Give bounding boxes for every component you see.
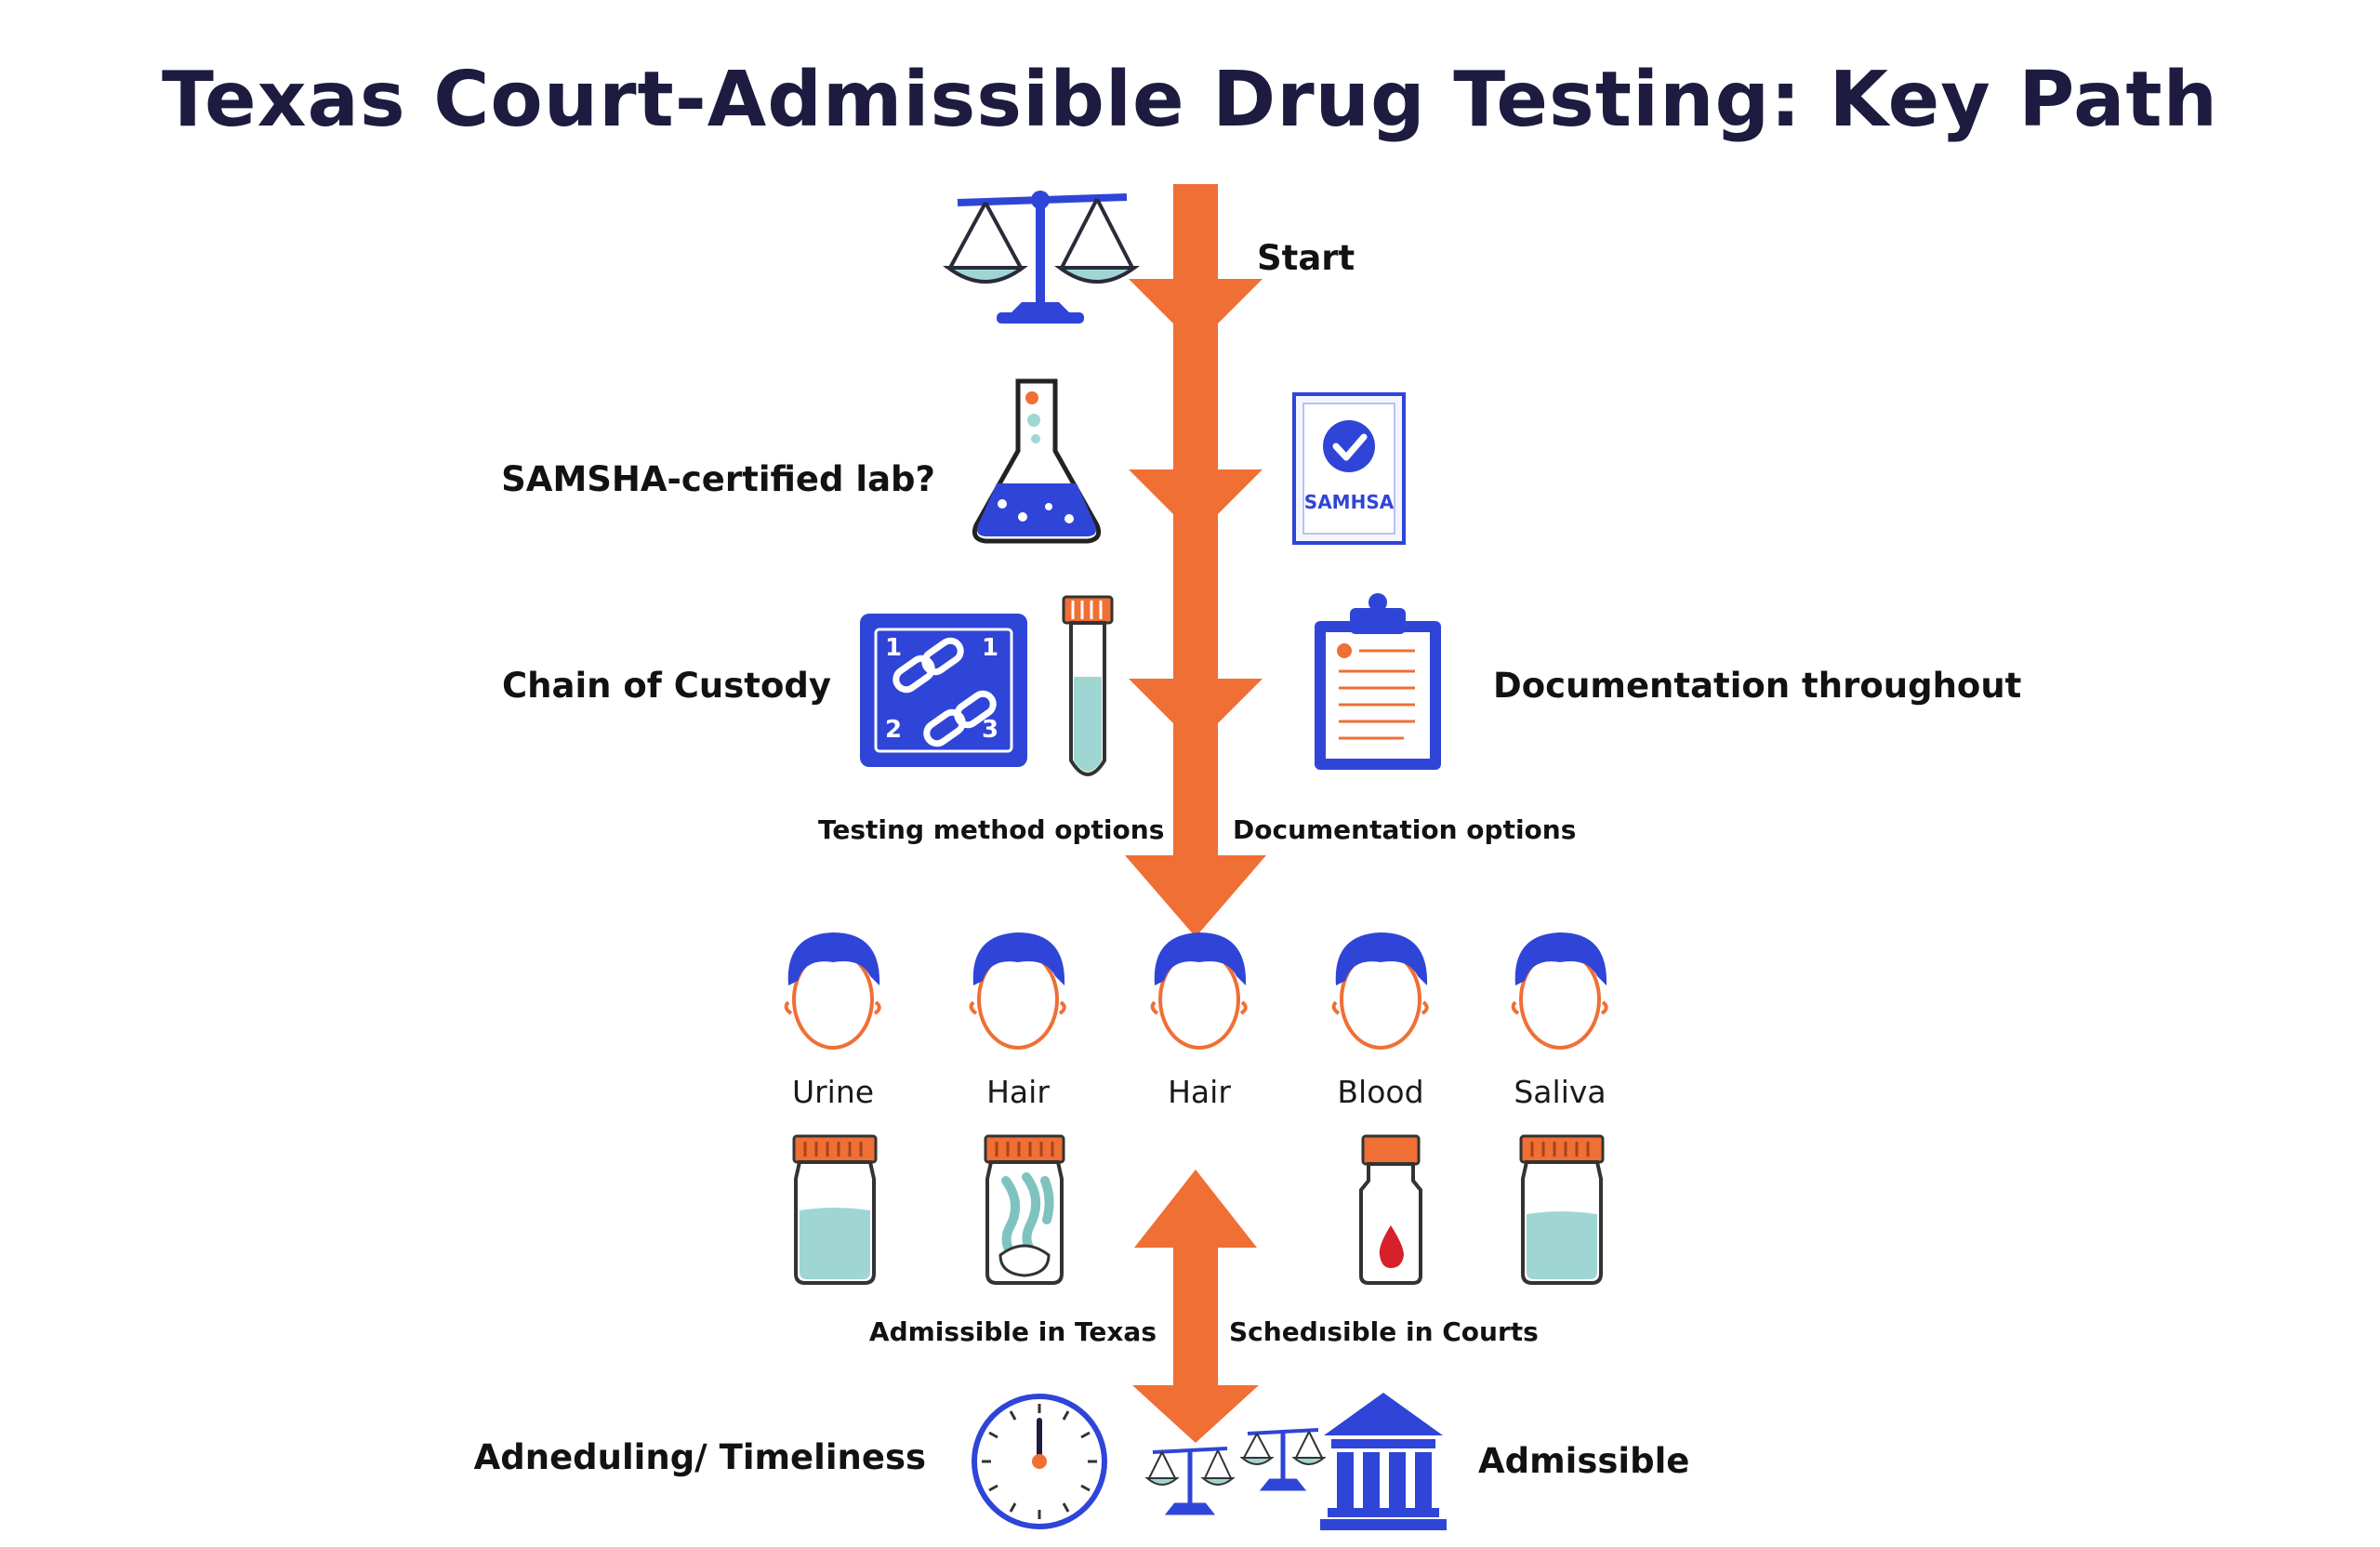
person-icon	[1150, 932, 1248, 1050]
page-title: Texas Court-Admissible Drug Testing: Key…	[161, 56, 2219, 144]
people-row	[784, 932, 1608, 1050]
chain-number-3: 3	[982, 716, 999, 744]
clipboard-icon	[1315, 593, 1441, 770]
method-hair-2: Hair	[1168, 1074, 1231, 1110]
step-lab-question: SAMSHA-certified lab?	[501, 459, 935, 499]
chain-number-1: 1	[885, 634, 903, 662]
method-urine: Urine	[791, 1074, 875, 1110]
method-hair: Hair	[986, 1074, 1050, 1110]
branch-documentation-options: Documentation options	[1233, 814, 1577, 845]
person-icon	[1511, 932, 1608, 1050]
scales-icon	[1239, 1428, 1327, 1491]
method-blood: Blood	[1337, 1074, 1424, 1110]
chain-number-2: 2	[885, 716, 903, 744]
outcome-admissible-texas: Admissible in Texas	[868, 1316, 1157, 1347]
blood-vial-icon	[1359, 1134, 1422, 1285]
person-icon	[1331, 932, 1429, 1050]
chain-number-1b: 1	[982, 634, 999, 662]
hair-jar-icon	[984, 1134, 1065, 1285]
double-arrow	[1132, 1170, 1259, 1443]
method-saliva: Saliva	[1514, 1074, 1606, 1110]
scales-icon	[1144, 1447, 1236, 1515]
certificate-icon	[1292, 392, 1406, 545]
urine-jar-icon	[792, 1134, 878, 1285]
test-tube-icon	[1062, 595, 1114, 776]
certificate-badge-label: SAMHSA	[1303, 491, 1395, 513]
chain-icon	[860, 614, 1027, 767]
step-documentation: Documentation throughout	[1493, 666, 2022, 706]
step-admissible: Admissible	[1478, 1441, 1690, 1481]
step-timeliness: Adneduling/ Timeliness	[473, 1437, 926, 1477]
step-chain-of-custody: Chain of Custody	[502, 666, 831, 706]
scales-icon	[942, 191, 1141, 324]
person-icon	[969, 932, 1066, 1050]
flask-icon	[972, 378, 1102, 544]
branch-testing-options: Testing method options	[818, 814, 1165, 845]
main-flow-arrow	[1125, 184, 1266, 937]
person-icon	[784, 932, 881, 1050]
outcome-schedulable-courts: Schedısible in Courts	[1229, 1316, 1539, 1347]
clock-icon	[972, 1394, 1107, 1529]
courthouse-icon	[1320, 1393, 1447, 1530]
step-start: Start	[1257, 238, 1355, 278]
saliva-jar-icon	[1519, 1134, 1605, 1285]
